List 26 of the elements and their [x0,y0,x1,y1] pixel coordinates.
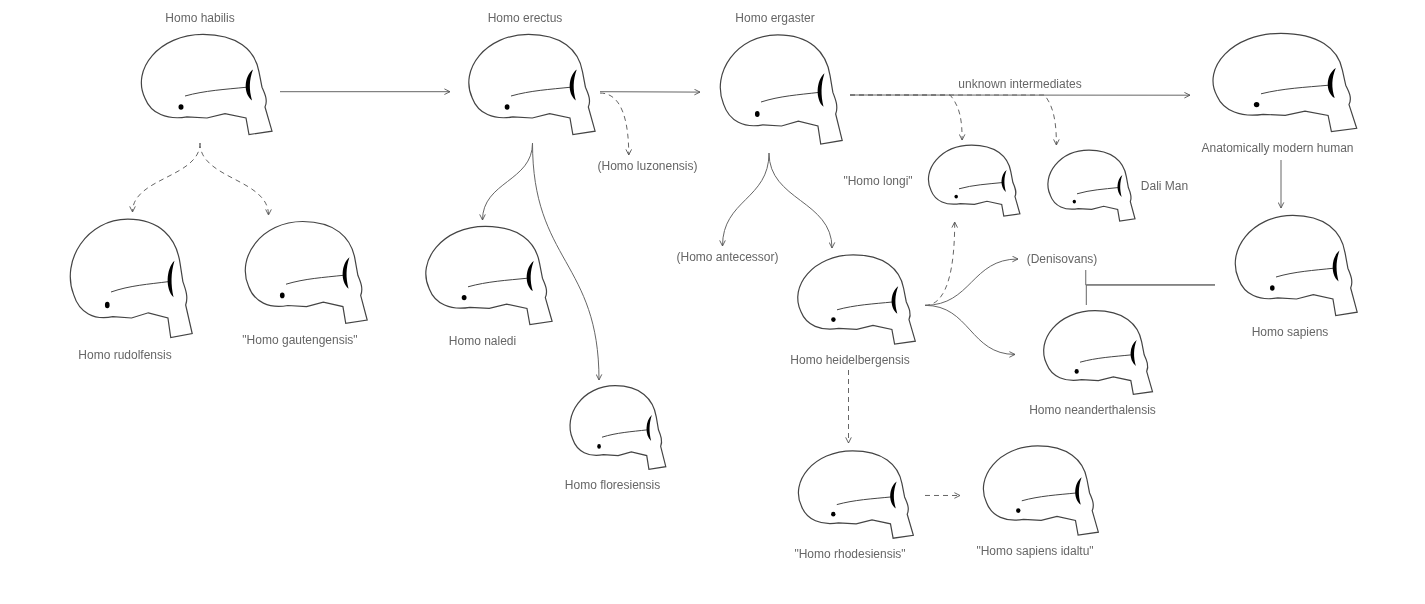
species-label: Dali Man [1140,178,1189,194]
species-label: Homo ergaster [735,11,815,26]
species-label: Homo rudolfensis [78,347,172,363]
species-label: Homo erectus [487,11,563,26]
species-label: "Homo longi" [843,173,913,189]
arrow [768,152,835,249]
arrow [279,88,451,95]
connector-line [1085,284,1216,306]
species-label: "Homo sapiens idaltu" [976,544,1094,559]
dashed-arrow [130,142,201,213]
species-label: Homo habilis [165,11,235,26]
arrow [532,142,602,381]
species-label: "Homo gautengensis" [242,333,358,348]
dashed-arrow [849,94,1060,146]
arrow [719,152,770,247]
arrow [599,88,701,96]
species-label: Homo naledi [448,333,517,349]
species-label: Anatomically modern human [1201,141,1354,156]
species-label: "Homo rhodesiensis" [794,546,906,562]
arrow [924,304,1016,358]
species-label: Homo heidelbergensis [790,352,910,368]
dashed-arrow [199,142,271,216]
species-label: Homo neanderthalensis [1029,403,1156,418]
dashed-arrow [599,92,632,156]
species-label: Homo floresiensis [564,478,661,493]
species-label: Homo sapiens [1251,325,1329,340]
